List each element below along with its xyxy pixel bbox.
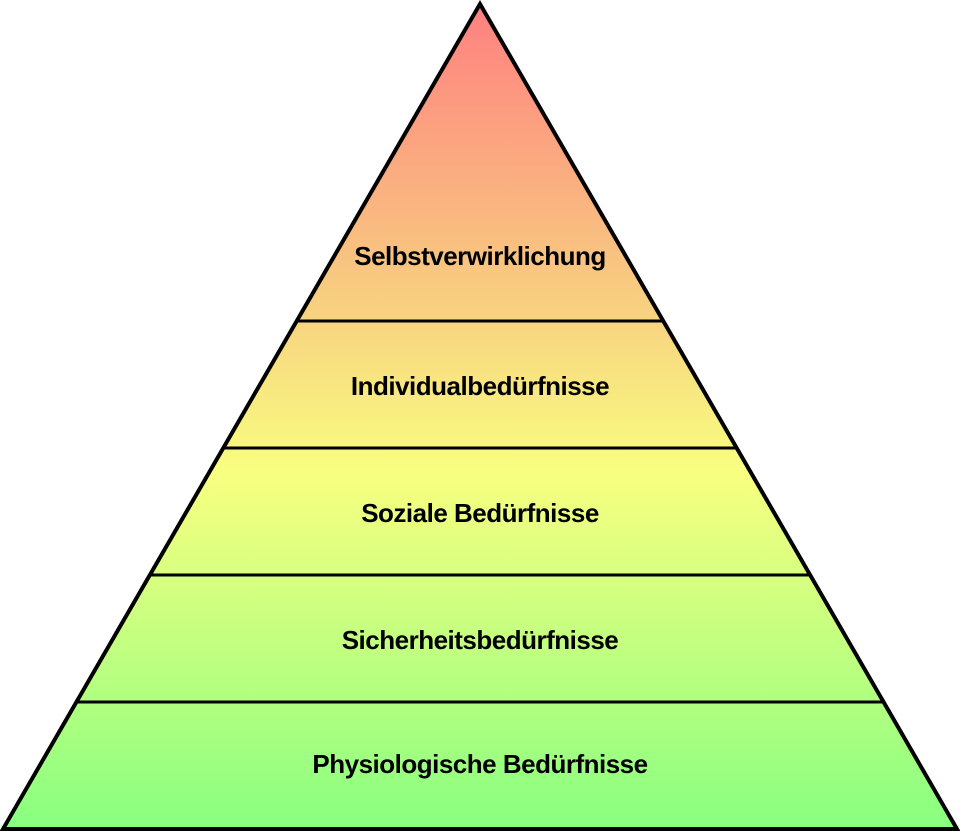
level-label-safety: Sicherheitsbedürfnisse <box>342 625 619 655</box>
level-label-physiological: Physiologische Bedürfnisse <box>312 749 647 779</box>
level-label-esteem: Individualbedürfnisse <box>351 371 609 401</box>
level-label-self-actualization: Selbstverwirklichung <box>354 241 606 271</box>
level-label-social: Soziale Bedürfnisse <box>361 498 599 528</box>
